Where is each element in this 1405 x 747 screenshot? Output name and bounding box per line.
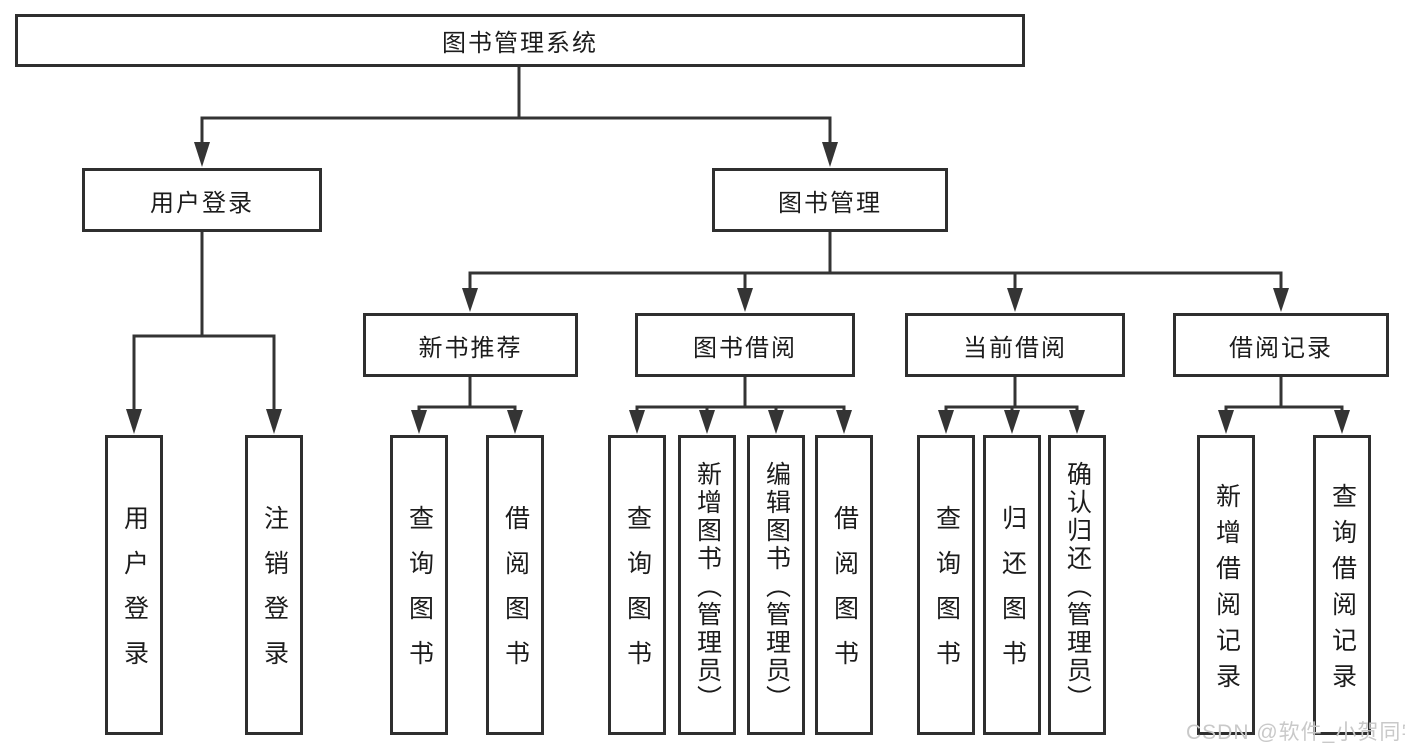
- leaf-label: 用户登录: [120, 505, 149, 685]
- arrow-down-icon: [822, 142, 838, 167]
- arrow-down-icon: [411, 410, 427, 434]
- leaf-query-books-1: 查询图书: [390, 435, 448, 735]
- node-library-system-label: 图书管理系统: [442, 30, 598, 57]
- node-library-system: 图书管理系统: [15, 14, 1025, 67]
- leaf-query-books-2: 查询图书: [608, 435, 666, 735]
- leaf-label: 查询图书: [405, 505, 434, 685]
- csdn-watermark: CSDN @软件_小贺同学: [1186, 721, 1405, 744]
- arrow-down-icon: [768, 410, 784, 434]
- node-current-borrow: 当前借阅: [905, 313, 1125, 377]
- leaf-add-borrow-record: 新增借阅记录: [1197, 435, 1255, 735]
- node-user-login-label: 用户登录: [150, 189, 254, 217]
- leaf-label: 注销登录: [260, 505, 289, 685]
- node-borrow-records-label: 借阅记录: [1229, 334, 1333, 362]
- arrow-down-icon: [1069, 410, 1085, 434]
- leaf-label: 编辑图书（管理员）: [762, 460, 791, 713]
- leaf-query-books-3: 查询图书: [917, 435, 975, 735]
- arrowheads-new-book-recommend: [411, 410, 523, 434]
- connector-root-to-level2: [200, 66, 832, 144]
- connector-book-management-branch: [468, 230, 1283, 291]
- leaf-label: 借阅图书: [830, 505, 859, 685]
- connector-new-book-recommend-branch: [417, 375, 517, 412]
- node-new-book-recommend: 新书推荐: [363, 313, 578, 377]
- leaf-label: 查询图书: [932, 505, 961, 685]
- arrow-down-icon: [836, 410, 852, 434]
- node-book-borrow: 图书借阅: [635, 313, 855, 377]
- arrow-down-icon: [938, 410, 954, 434]
- node-borrow-records: 借阅记录: [1173, 313, 1389, 377]
- arrow-down-icon: [1004, 410, 1020, 434]
- leaf-confirm-return-admin: 确认归还（管理员）: [1048, 435, 1106, 735]
- arrow-down-icon: [1334, 410, 1350, 434]
- connector-current-borrow-branch: [944, 375, 1079, 412]
- leaf-label: 新增图书（管理员）: [693, 460, 722, 713]
- arrow-down-icon: [1218, 410, 1234, 434]
- leaf-borrow-books-2: 借阅图书: [815, 435, 873, 735]
- leaf-edit-book-admin: 编辑图书（管理员）: [747, 435, 805, 735]
- node-new-book-recommend-label: 新书推荐: [418, 334, 523, 362]
- arrowheads-level2: [194, 142, 838, 167]
- arrow-down-icon: [1273, 288, 1289, 312]
- leaf-label: 新增借阅记录: [1212, 482, 1241, 699]
- arrow-down-icon: [507, 410, 523, 434]
- arrowheads-user-login: [126, 409, 282, 434]
- arrow-down-icon: [1007, 288, 1023, 312]
- node-book-management-label: 图书管理: [778, 189, 882, 217]
- leaf-logout: 注销登录: [245, 435, 303, 735]
- arrow-down-icon: [629, 410, 645, 434]
- leaf-user-login: 用户登录: [105, 435, 163, 735]
- leaf-query-borrow-record: 查询借阅记录: [1313, 435, 1371, 735]
- arrow-down-icon: [462, 288, 478, 312]
- leaf-label: 查询图书: [623, 505, 652, 685]
- connector-borrow-records-branch: [1224, 375, 1344, 412]
- arrow-down-icon: [737, 288, 753, 312]
- leaf-label: 归还图书: [998, 505, 1027, 685]
- arrowheads-level3: [462, 288, 1289, 312]
- arrowheads-current-borrow: [938, 410, 1085, 434]
- arrow-down-icon: [126, 409, 142, 434]
- node-current-borrow-label: 当前借阅: [963, 334, 1067, 362]
- arrowheads-borrow-records: [1218, 410, 1350, 434]
- node-user-login: 用户登录: [82, 168, 322, 232]
- arrow-down-icon: [699, 410, 715, 434]
- leaf-label: 借阅图书: [501, 505, 530, 685]
- connector-book-borrow-branch: [635, 375, 846, 412]
- arrowheads-book-borrow: [629, 410, 852, 434]
- connector-user-login-branch: [132, 230, 276, 412]
- leaf-add-book-admin: 新增图书（管理员）: [678, 435, 736, 735]
- node-book-borrow-label: 图书借阅: [693, 334, 797, 362]
- leaf-label: 查询借阅记录: [1328, 482, 1357, 699]
- arrow-down-icon: [194, 142, 210, 167]
- leaf-borrow-books-1: 借阅图书: [486, 435, 544, 735]
- leaf-return-books: 归还图书: [983, 435, 1041, 735]
- node-book-management: 图书管理: [712, 168, 948, 232]
- arrow-down-icon: [266, 409, 282, 434]
- leaf-label: 确认归还（管理员）: [1063, 460, 1092, 713]
